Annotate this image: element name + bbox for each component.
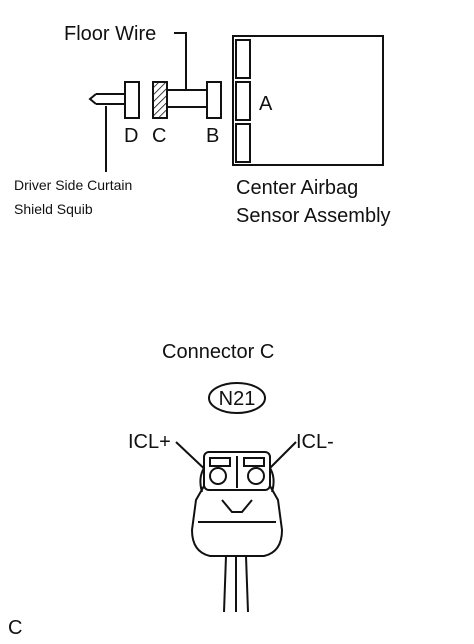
floor-wire-body [166,89,208,108]
sensor-label-line1: Center Airbag [236,177,358,199]
terminal-left-tab [209,457,231,467]
housing-side-right [269,467,275,493]
terminal-right-pin [247,467,265,485]
terminal-right-tab [243,457,265,467]
pin-left-label: ICL+ [128,431,171,453]
connector-b-label: B [206,125,219,147]
floor-wire-leader [174,32,187,90]
top-wiring-diagram: Floor Wire A D C B Driver Side Curtain S… [14,23,391,227]
corner-label: C [8,617,22,639]
sensor-connector-slot-top [235,39,251,79]
connector-latch [221,499,253,513]
connector-face-diagram: Connector C N21 ICL+ ICL- [128,341,334,613]
connector-c-label: C [152,125,166,147]
terminal-left-pin [209,467,227,485]
connector-d-label: D [124,125,138,147]
pin-right-label: ICL- [296,431,334,453]
connector-c-hatched [152,81,168,119]
connector-a-label: A [259,93,273,115]
connector-wire-3 [245,555,249,613]
squib-label-line1: Driver Side Curtain [14,177,132,193]
sensor-label-line2: Sensor Assembly [236,205,391,227]
connector-code-oval [208,382,266,414]
connector-d [124,81,140,119]
connector-title: Connector C [162,341,274,363]
housing-side-left [199,467,205,493]
connector-code: N21 [219,388,256,410]
sensor-connector-slot-a [235,81,251,121]
center-airbag-sensor-box [232,35,384,166]
connector-wire-1 [223,555,227,613]
floor-wire-label: Floor Wire [64,23,156,45]
connector-b [206,81,222,119]
squib-label-line2: Shield Squib [14,201,93,217]
squib-tip [88,93,97,105]
sensor-connector-slot-bottom [235,123,251,163]
